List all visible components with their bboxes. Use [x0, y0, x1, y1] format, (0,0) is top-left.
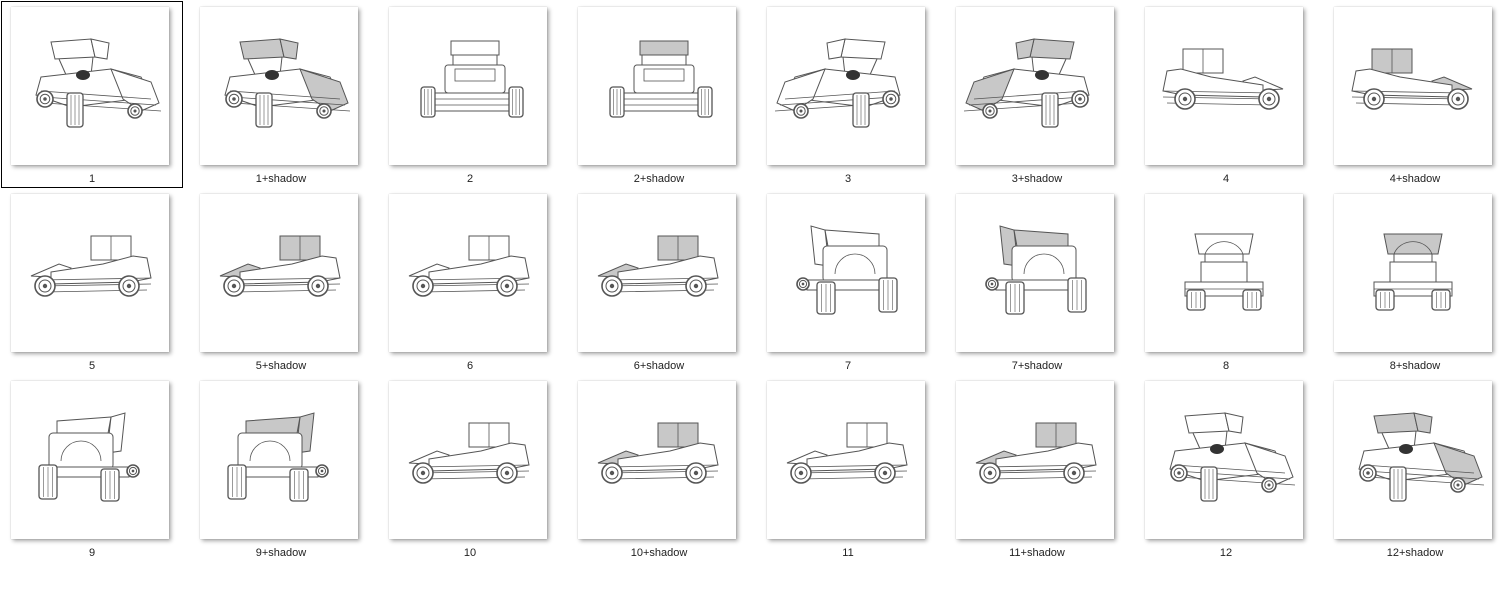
thumbnail-item[interactable]: 4: [1135, 1, 1317, 188]
race-car-line-drawing-icon: [1169, 412, 1296, 502]
thumbnail-label: 1+shadow: [255, 173, 307, 185]
thumbnail-item[interactable]: 3+shadow: [946, 1, 1128, 188]
thumbnail-item[interactable]: 5: [1, 188, 183, 375]
race-car-line-drawing-icon: [38, 412, 140, 502]
thumbnail-item[interactable]: 10+shadow: [568, 375, 750, 562]
thumbnail-item[interactable]: 1: [1, 1, 183, 188]
thumbnail-image[interactable]: [1334, 194, 1492, 352]
thumbnail-image[interactable]: [767, 7, 925, 165]
thumbnail-item[interactable]: 6: [379, 188, 561, 375]
thumbnail-item[interactable]: 11+shadow: [946, 375, 1128, 562]
thumbnail-label: 10+shadow: [630, 547, 688, 559]
thumbnail-image[interactable]: [1145, 194, 1303, 352]
thumbnail-label: 11+shadow: [1009, 547, 1065, 559]
thumbnail-image[interactable]: [578, 7, 736, 165]
race-car-line-drawing-icon: [786, 422, 908, 484]
thumbnail-item[interactable]: 10: [379, 375, 561, 562]
thumbnail-label: 11: [842, 547, 854, 559]
thumbnail-label: 1: [88, 173, 96, 185]
race-car-line-drawing-icon: [420, 40, 524, 118]
thumbnail-item[interactable]: 5+shadow: [190, 188, 372, 375]
thumbnail-image[interactable]: [578, 194, 736, 352]
thumbnail-image[interactable]: [578, 381, 736, 539]
thumbnail-item[interactable]: 12+shadow: [1324, 375, 1500, 562]
race-car-line-drawing-icon: [1351, 48, 1473, 110]
race-car-line-drawing-icon: [224, 38, 351, 128]
thumbnail-item[interactable]: 6+shadow: [568, 188, 750, 375]
thumbnail-image[interactable]: [767, 381, 925, 539]
thumbnail-item[interactable]: 9+shadow: [190, 375, 372, 562]
thumbnail-image[interactable]: [956, 7, 1114, 165]
thumbnail-image[interactable]: [200, 194, 358, 352]
thumbnail-label: 4: [1222, 173, 1230, 185]
thumbnail-label: 7: [844, 360, 852, 372]
thumbnail-image[interactable]: [389, 7, 547, 165]
thumbnail-image[interactable]: [1334, 381, 1492, 539]
thumbnail-label: 3: [844, 173, 852, 185]
race-car-line-drawing-icon: [30, 235, 152, 297]
race-car-line-drawing-icon: [975, 422, 1097, 484]
thumbnail-label: 10: [463, 547, 477, 559]
thumbnail-label: 6: [466, 360, 474, 372]
race-car-line-drawing-icon: [774, 38, 901, 128]
thumbnail-image[interactable]: [389, 381, 547, 539]
thumbnail-image[interactable]: [956, 194, 1114, 352]
race-car-line-drawing-icon: [597, 422, 719, 484]
race-car-line-drawing-icon: [796, 225, 898, 315]
thumbnail-image[interactable]: [11, 194, 169, 352]
thumbnail-image[interactable]: [11, 381, 169, 539]
race-car-line-drawing-icon: [1358, 412, 1485, 502]
thumbnail-label: 3+shadow: [1011, 173, 1063, 185]
thumbnail-image[interactable]: [200, 7, 358, 165]
thumbnail-label: 8+shadow: [1389, 360, 1441, 372]
thumbnail-label: 2+shadow: [633, 173, 685, 185]
thumbnail-item[interactable]: 4+shadow: [1324, 1, 1500, 188]
thumbnail-label: 9: [88, 547, 96, 559]
thumbnail-image[interactable]: [11, 7, 169, 165]
race-car-line-drawing-icon: [963, 38, 1090, 128]
race-car-line-drawing-icon: [597, 235, 719, 297]
race-car-line-drawing-icon: [1373, 233, 1453, 311]
thumbnail-label: 7+shadow: [1011, 360, 1063, 372]
thumbnail-image[interactable]: [389, 194, 547, 352]
thumbnail-label: 8: [1222, 360, 1230, 372]
thumbnail-item[interactable]: 2+shadow: [568, 1, 750, 188]
race-car-line-drawing-icon: [35, 38, 162, 128]
thumbnail-label: 12+shadow: [1386, 547, 1444, 559]
race-car-line-drawing-icon: [1162, 48, 1284, 110]
thumbnail-image[interactable]: [1334, 7, 1492, 165]
thumbnail-label: 2: [466, 173, 474, 185]
race-car-line-drawing-icon: [609, 40, 713, 118]
thumbnail-item[interactable]: 8+shadow: [1324, 188, 1500, 375]
thumbnail-item[interactable]: 1+shadow: [190, 1, 372, 188]
thumbnail-image[interactable]: [1145, 381, 1303, 539]
thumbnail-image[interactable]: [200, 381, 358, 539]
thumbnail-item[interactable]: 11: [757, 375, 939, 562]
thumbnail-label: 5: [88, 360, 96, 372]
thumbnail-label: 5+shadow: [255, 360, 307, 372]
race-car-line-drawing-icon: [985, 225, 1087, 315]
thumbnail-item[interactable]: 9: [1, 375, 183, 562]
thumbnail-image[interactable]: [1145, 7, 1303, 165]
race-car-line-drawing-icon: [1184, 233, 1264, 311]
race-car-line-drawing-icon: [227, 412, 329, 502]
race-car-line-drawing-icon: [408, 235, 530, 297]
thumbnail-label: 6+shadow: [633, 360, 685, 372]
thumbnail-item[interactable]: 3: [757, 1, 939, 188]
race-car-line-drawing-icon: [408, 422, 530, 484]
thumbnail-image[interactable]: [956, 381, 1114, 539]
thumbnail-item[interactable]: 8: [1135, 188, 1317, 375]
thumbnail-label: 4+shadow: [1389, 173, 1441, 185]
thumbnail-label: 9+shadow: [255, 547, 307, 559]
thumbnail-item[interactable]: 7+shadow: [946, 188, 1128, 375]
thumbnail-image[interactable]: [767, 194, 925, 352]
thumbnail-label: 12: [1219, 547, 1233, 559]
thumbnail-item[interactable]: 12: [1135, 375, 1317, 562]
thumbnail-item[interactable]: 2: [379, 1, 561, 188]
thumbnail-item[interactable]: 7: [757, 188, 939, 375]
race-car-line-drawing-icon: [219, 235, 341, 297]
